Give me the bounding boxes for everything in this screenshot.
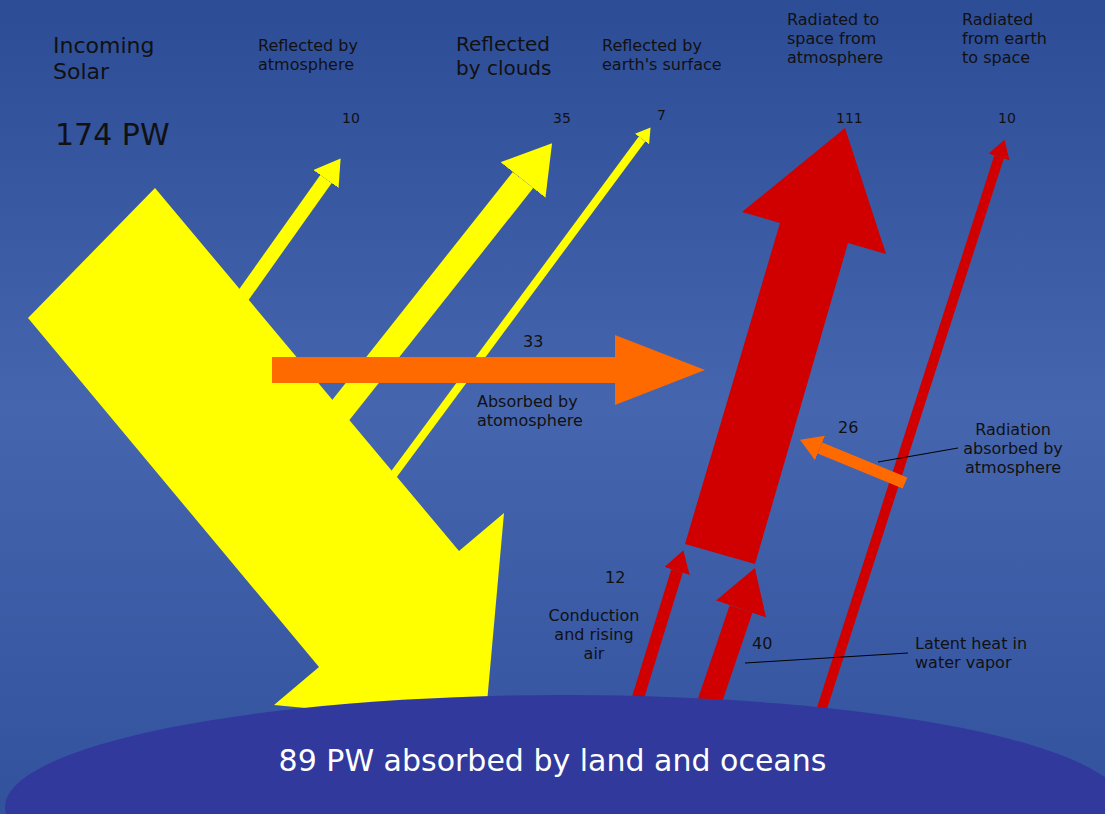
flow-label: Latent heat in water vapor xyxy=(915,634,1055,672)
flow-label: Conduction and rising air xyxy=(548,606,640,664)
flow-label: Reflected by earth's surface xyxy=(602,36,737,74)
flow-value: 10 xyxy=(998,110,1028,127)
flow-value: 10 xyxy=(342,110,372,127)
flow-label: 174 PW xyxy=(55,117,185,153)
flow-label: Radiation absorbed by atmosphere xyxy=(963,420,1063,478)
flow-label: Absorbed by atomosphere xyxy=(477,392,612,430)
reflected-surface-arrow xyxy=(360,139,642,520)
leader-line xyxy=(745,653,908,663)
reflected-atmosphere-arrow xyxy=(240,179,326,300)
flow-value: 7 xyxy=(657,107,687,124)
ground-ellipse: 89 PW absorbed by land and oceans xyxy=(0,695,1105,814)
flow-value: 35 xyxy=(553,110,583,127)
ground-caption: 89 PW absorbed by land and oceans xyxy=(0,695,1105,778)
leader-line xyxy=(878,448,958,462)
flow-value: 33 xyxy=(523,332,563,351)
flow-value: 40 xyxy=(752,634,792,653)
flow-value: 12 xyxy=(605,568,645,587)
flow-value: 111 xyxy=(836,110,876,127)
flow-label: Reflected by atmosphere xyxy=(258,36,378,74)
flow-value: 26 xyxy=(838,418,878,437)
radiated-atmosphere-arrow xyxy=(685,128,886,564)
flow-label: Radiated from earth to space xyxy=(962,10,1057,68)
flow-label: Incoming Solar xyxy=(53,33,163,86)
radiation-absorbed-arrow xyxy=(820,448,905,483)
flow-label: Reflected by clouds xyxy=(456,32,566,80)
flow-label: Radiated to space from atmosphere xyxy=(787,10,907,68)
